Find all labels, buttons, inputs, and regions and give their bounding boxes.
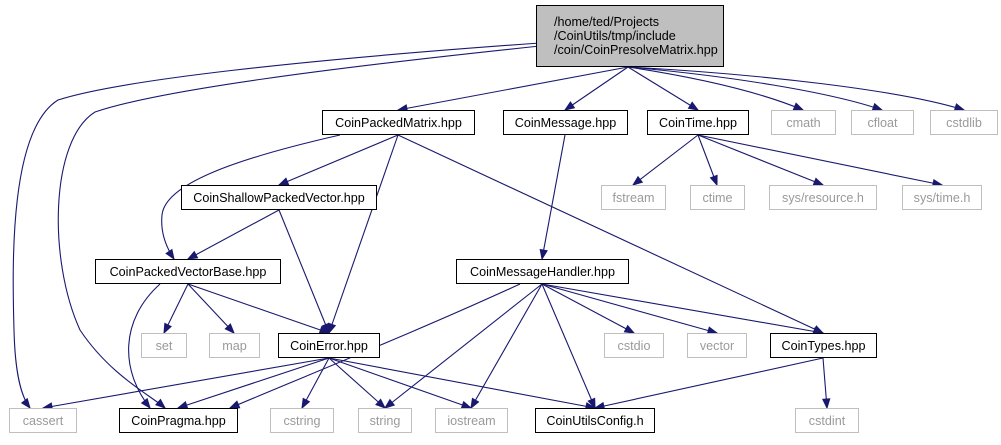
- edge-CoinTime-to-fstream: [632, 134, 699, 186]
- edge-CoinPackedMatrix-to-CoinError: [328, 134, 399, 334]
- edge-CoinMessageHandler-to-iostream: [470, 283, 543, 409]
- node-CoinPackedVectorBase[interactable]: CoinPackedVectorBase.hpp: [95, 259, 281, 284]
- node-CoinTypes[interactable]: CoinTypes.hpp: [770, 333, 877, 358]
- edge-CoinError-to-CoinUtilsConfig: [328, 357, 596, 409]
- arrowhead-CoinMessageHandler-to-cstdio: [623, 324, 636, 334]
- edge-CoinTime-to-sys_resource: [697, 134, 824, 186]
- arrowhead-root-to-CoinPragma: [155, 398, 167, 409]
- node-set[interactable]: set: [141, 333, 187, 358]
- arrowhead-root-to-CoinMessage: [563, 101, 576, 111]
- edge-CoinError-to-string: [328, 357, 386, 409]
- node-cstdlib[interactable]: cstdlib: [930, 110, 998, 135]
- edge-CoinMessage-to-CoinMessageHandler: [541, 134, 566, 260]
- arrowhead-CoinTime-to-sys_resource: [812, 177, 825, 186]
- arrowhead-CoinError-to-string: [375, 398, 387, 409]
- edge-CoinTypes-to-CoinUtilsConfig: [594, 357, 824, 409]
- arrowhead-CoinError-to-cstring: [301, 397, 311, 410]
- edge-CoinError-to-CoinPragma: [177, 357, 330, 409]
- edge-CoinPackedVectorBase-to-CoinError: [187, 283, 330, 334]
- node-CoinPresolveMatrix[interactable]: /home/ted/Projects /CoinUtils/tmp/includ…: [536, 5, 724, 67]
- node-CoinMessage[interactable]: CoinMessage.hpp: [503, 110, 628, 135]
- node-cassert[interactable]: cassert: [9, 408, 77, 433]
- arrowhead-CoinPackedVectorBase-to-CoinPragma: [140, 397, 151, 410]
- edge-CoinPackedVectorBase-to-map: [187, 283, 235, 334]
- node-cmath[interactable]: cmath: [771, 110, 836, 135]
- edge-CoinMessageHandler-to-cstdio: [541, 283, 635, 334]
- edge-CoinMessageHandler-to-string: [384, 283, 543, 409]
- node-iostream[interactable]: iostream: [435, 408, 508, 433]
- arrowhead-CoinMessageHandler-to-string: [383, 398, 396, 409]
- edge-CoinTime-to-sys_time: [697, 134, 943, 186]
- arrowhead-CoinMessage-to-CoinMessageHandler: [539, 248, 548, 261]
- edge-CoinError-to-cassert: [42, 357, 330, 409]
- node-fstream[interactable]: fstream: [601, 185, 666, 210]
- node-sys-time[interactable]: sys/time.h: [902, 185, 982, 210]
- edge-root-to-cmath: [627, 66, 804, 111]
- edge-root-to-CoinTime: [627, 66, 699, 111]
- node-CoinPackedMatrix[interactable]: CoinPackedMatrix.hpp: [322, 110, 475, 135]
- edge-CoinMessageHandler-to-vector: [541, 283, 718, 334]
- edge-root-to-CoinPragma: [57, 45, 541, 409]
- edge-root-to-cstdlib: [627, 66, 965, 111]
- edge-CoinError-to-iostream: [328, 357, 472, 409]
- node-CoinPragma[interactable]: CoinPragma.hpp: [119, 408, 238, 433]
- edge-root-to-cfloat: [627, 66, 883, 111]
- node-ctime[interactable]: ctime: [690, 185, 745, 210]
- edge-CoinPackedMatrix-to-CoinTypes: [397, 134, 824, 334]
- arrowhead-CoinPackedMatrix-to-CoinShallowPackedVector: [277, 177, 290, 186]
- arrowhead-CoinPackedVectorBase-to-map: [224, 323, 235, 335]
- arrowhead-CoinMessageHandler-to-iostream: [470, 397, 480, 410]
- node-CoinUtilsConfig[interactable]: CoinUtilsConfig.h: [535, 408, 655, 433]
- arrowhead-root-to-cmath: [792, 102, 805, 111]
- node-CoinError[interactable]: CoinError.hpp: [278, 333, 380, 358]
- arrowhead-root-to-CoinTime: [687, 101, 700, 111]
- arrowhead-CoinPackedMatrix-to-CoinPackedVectorBase: [165, 248, 175, 261]
- node-map[interactable]: map: [209, 333, 260, 358]
- edge-CoinMessageHandler-to-CoinUtilsConfig: [541, 283, 596, 409]
- node-vector[interactable]: vector: [687, 333, 747, 358]
- arrowhead-root-to-cassert: [20, 397, 31, 410]
- edge-CoinPackedMatrix-to-CoinPackedVectorBase: [161, 134, 341, 260]
- node-cstdint[interactable]: cstdint: [795, 408, 859, 433]
- arrowhead-CoinMessageHandler-to-CoinUtilsConfig: [587, 397, 596, 410]
- node-CoinShallowPackedVector[interactable]: CoinShallowPackedVector.hpp: [181, 185, 377, 210]
- edge-CoinShallowPackedVector-to-CoinError: [278, 209, 330, 334]
- edge-root-to-cassert: [12, 42, 541, 409]
- arrowhead-CoinTypes-to-cstdint: [822, 398, 831, 410]
- edge-root-to-CoinMessage: [564, 66, 629, 111]
- node-sys-resource[interactable]: sys/resource.h: [769, 185, 877, 210]
- arrowhead-CoinShallowPackedVector-to-CoinPackedVectorBase: [186, 250, 199, 260]
- edge-CoinShallowPackedVector-to-CoinPackedVectorBase: [187, 209, 280, 260]
- arrowhead-CoinPackedVectorBase-to-set: [163, 322, 172, 335]
- arrowhead-CoinShallowPackedVector-to-CoinError: [321, 322, 330, 335]
- edge-CoinPackedMatrix-to-CoinShallowPackedVector: [278, 134, 399, 186]
- arrowhead-CoinTime-to-ctime: [709, 174, 718, 187]
- edge-root-to-CoinPackedMatrix: [397, 66, 629, 111]
- edge-CoinMessageHandler-to-CoinTypes: [541, 283, 824, 334]
- arrowhead-CoinMessageHandler-to-CoinPragma: [228, 400, 241, 409]
- node-cfloat[interactable]: cfloat: [851, 110, 914, 135]
- arrowhead-CoinTime-to-fstream: [631, 175, 644, 186]
- node-string[interactable]: string: [358, 408, 412, 433]
- node-cstring[interactable]: cstring: [270, 408, 334, 433]
- node-CoinMessageHandler[interactable]: CoinMessageHandler.hpp: [456, 259, 629, 284]
- node-cstdio[interactable]: cstdio: [604, 333, 664, 358]
- edge-CoinPackedVectorBase-to-CoinPragma: [128, 283, 161, 409]
- arrowhead-CoinPackedMatrix-to-CoinError: [328, 322, 337, 335]
- node-CoinTime[interactable]: CoinTime.hpp: [647, 110, 749, 135]
